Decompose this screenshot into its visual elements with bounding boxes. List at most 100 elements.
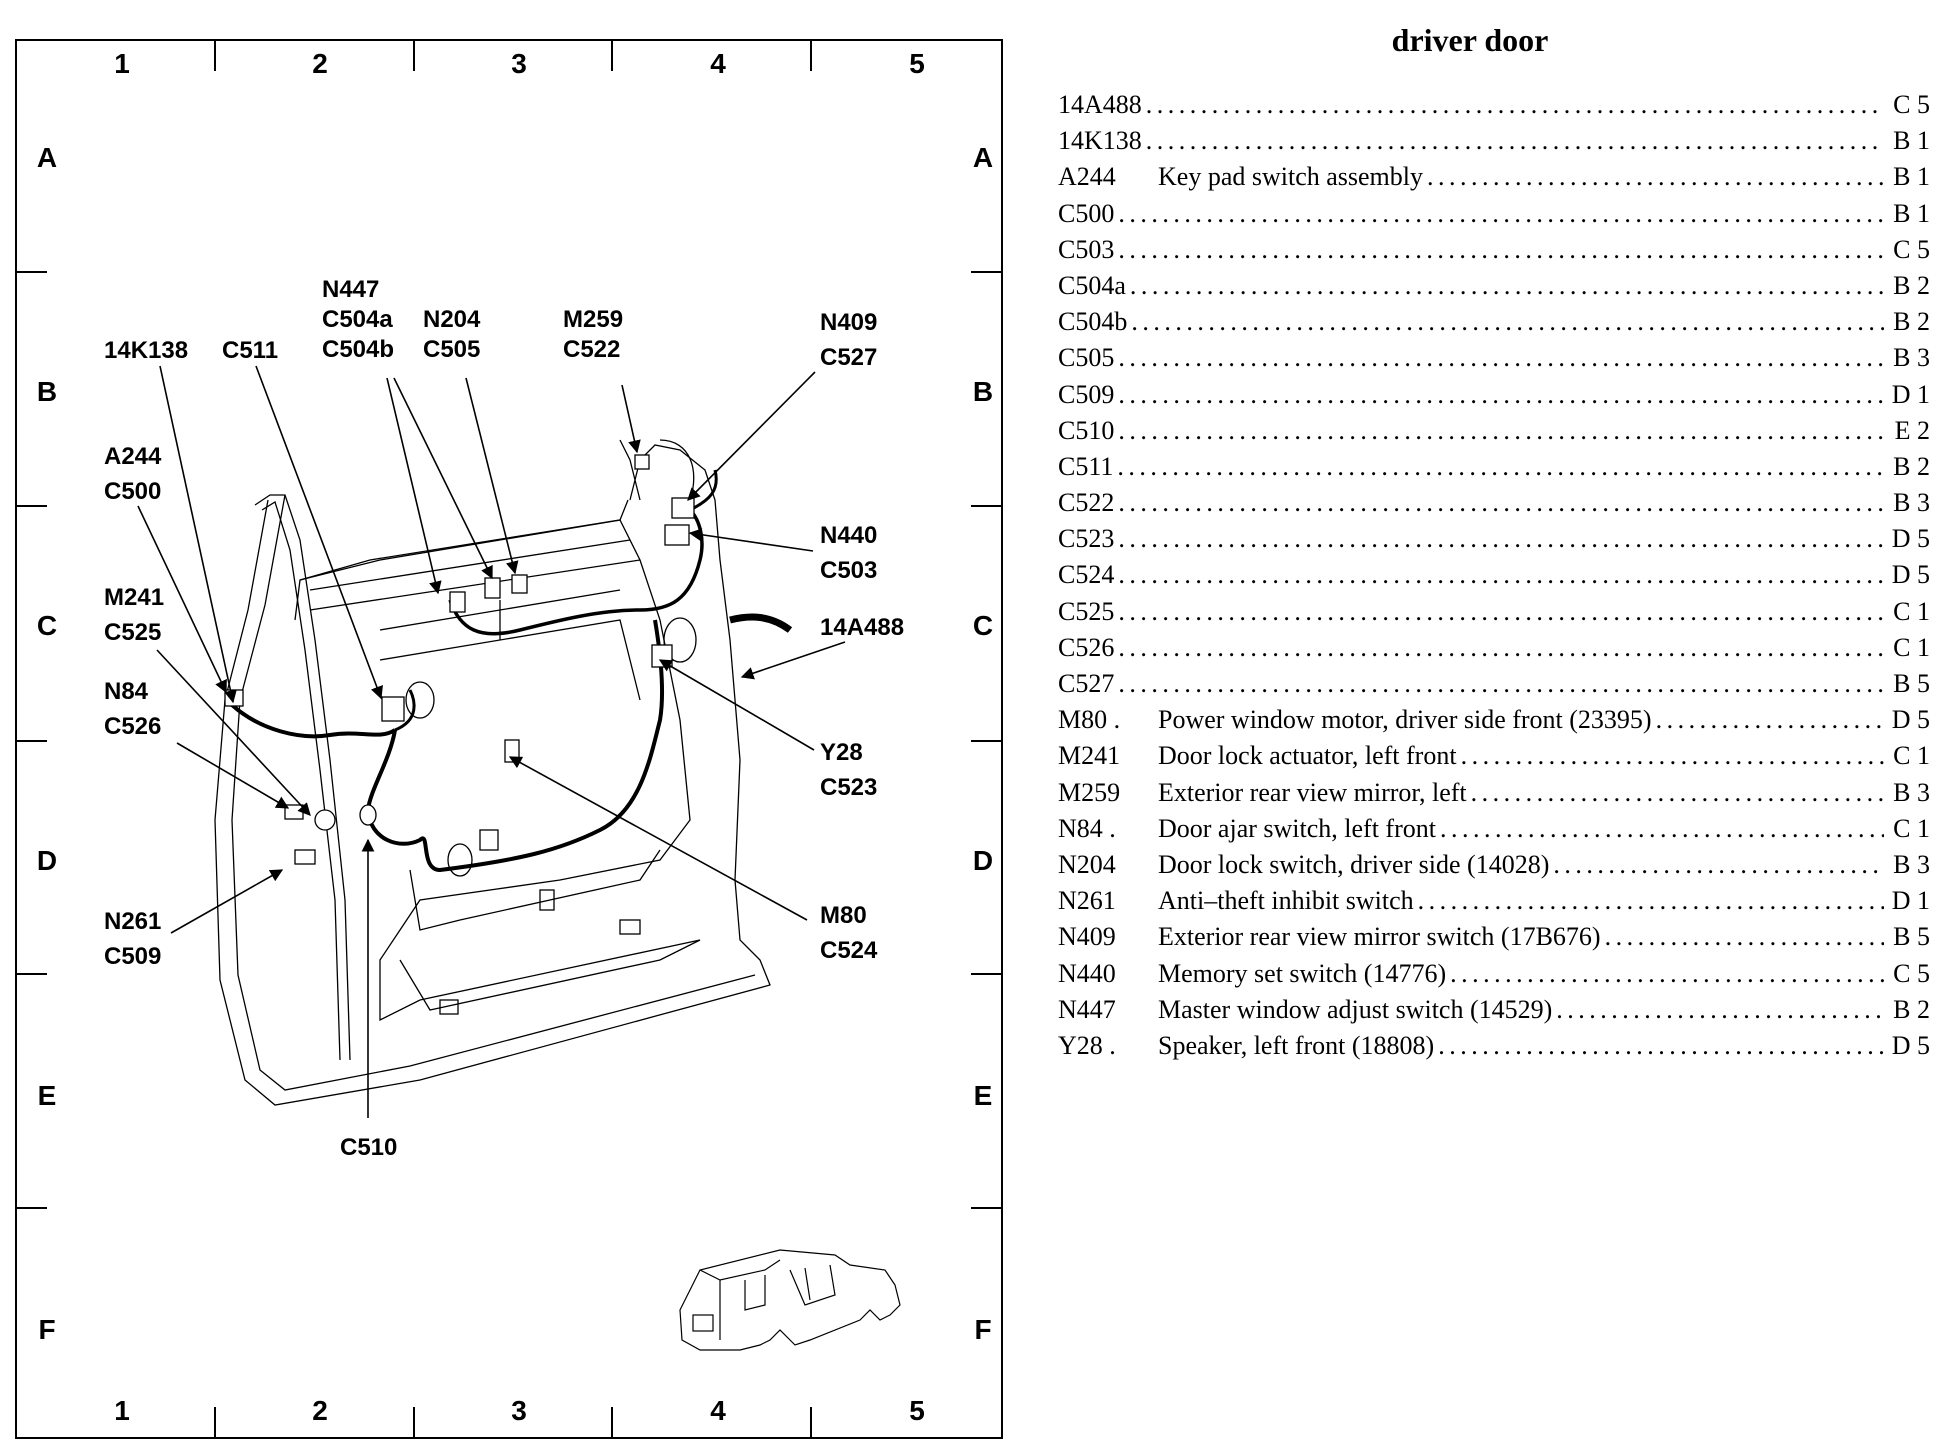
dot-leader: [1457, 741, 1884, 771]
index-row: C510E 2: [1058, 416, 1930, 452]
callout-line: N84: [104, 678, 149, 705]
vehicle-locator-icon: [679, 1249, 901, 1351]
grid-location: C 5: [1893, 234, 1930, 264]
dot-leader: [1114, 524, 1884, 554]
callout-line: N204: [423, 306, 481, 333]
row-label-left-f: F: [38, 1314, 56, 1345]
grid-tick: [971, 505, 1001, 507]
component-description: Door lock actuator, left front: [1158, 741, 1457, 771]
row-label-left-d: D: [36, 845, 58, 876]
component-description: Speaker, left front (18808): [1158, 1030, 1435, 1060]
dot-leader: [1127, 307, 1884, 337]
callout-n440: N440 C503: [820, 518, 877, 588]
grid-tick: [17, 1207, 47, 1209]
component-code: N447: [1058, 994, 1116, 1024]
dot-leader: [1114, 343, 1884, 373]
dot-leader: [1652, 705, 1884, 735]
callout-m259: M259 C522: [563, 305, 623, 365]
component-code: N440: [1058, 958, 1116, 988]
grid-location: C 1: [1893, 632, 1930, 662]
grid-location: E 2: [1894, 415, 1930, 445]
component-code: C511: [1058, 451, 1114, 481]
grid-tick: [214, 41, 216, 71]
leader-c527: [687, 371, 816, 501]
grid-tick: [971, 740, 1001, 742]
index-row: C511 B 2: [1058, 452, 1930, 488]
component-code: 14A488: [1058, 90, 1142, 119]
grid-location: D 1: [1891, 886, 1930, 916]
dot-leader: [1467, 778, 1884, 808]
grid-location: B 2: [1893, 994, 1930, 1024]
index-row: C525C 1: [1058, 597, 1930, 633]
col-label-bottom-2: 2: [312, 1395, 328, 1426]
door-wiring-illustration: [137, 365, 901, 1351]
grid-location: B 3: [1893, 488, 1930, 518]
grid-tick: [971, 1207, 1001, 1209]
dot-leader: [1126, 271, 1884, 301]
component-description: Exterior rear view mirror switch (17B676…: [1158, 922, 1601, 952]
callout-line: C504b: [322, 336, 395, 363]
component-code: M80 .: [1058, 705, 1121, 735]
callout-line: 14A488: [820, 614, 905, 641]
component-code: C526: [1058, 632, 1115, 662]
index-row: C527B 5: [1058, 669, 1930, 705]
dot-leader: [1114, 669, 1884, 699]
callout-line: C523: [820, 774, 878, 801]
grid-location: D 5: [1891, 560, 1930, 590]
component-code: N261: [1058, 886, 1116, 916]
grid-tick: [611, 41, 613, 71]
grid-location: C 5: [1893, 958, 1930, 988]
locator-grid-frame: [15, 39, 1003, 1439]
callout-line: C510: [340, 1134, 398, 1161]
callout-line: M80: [820, 902, 867, 929]
callout-line: A244: [104, 443, 162, 470]
index-row: M80 .Power window motor, driver side fro…: [1058, 705, 1930, 741]
callout-line: Y28: [820, 739, 863, 766]
callout-n409: N409 C527: [820, 305, 877, 375]
leader-c500: [137, 505, 227, 694]
callout-line: C524: [820, 937, 878, 964]
callout-y28: Y28 C523: [820, 735, 877, 805]
index-row: 14A488C 5: [1058, 90, 1930, 126]
callout-line: M241: [104, 584, 165, 611]
row-label-right-e: E: [973, 1080, 993, 1111]
component-code: C509: [1058, 379, 1115, 409]
leader-c526: [176, 742, 290, 809]
grid-location: B 5: [1893, 669, 1930, 698]
row-label-right-d: D: [972, 845, 994, 876]
dot-leader: [1414, 886, 1884, 916]
callout-line: C511: [222, 337, 279, 364]
grid-tick: [413, 41, 415, 71]
leader-c525: [156, 649, 311, 816]
callout-c510: C510: [340, 1130, 397, 1165]
grid-tick: [611, 1407, 613, 1437]
component-code: M241: [1058, 741, 1121, 771]
grid-location: B 2: [1893, 270, 1930, 300]
leader-c511: [255, 365, 383, 700]
grid-tick: [413, 1407, 415, 1437]
col-label-top-2: 2: [312, 48, 328, 79]
col-label-bottom-5: 5: [909, 1395, 925, 1426]
dot-leader: [1446, 959, 1884, 989]
row-label-right-b: B: [972, 376, 994, 407]
dot-leader: [1114, 235, 1884, 265]
index-row: 14K138B 1: [1058, 126, 1930, 162]
grid-location: B 2: [1893, 451, 1930, 481]
grid-tick: [17, 505, 47, 507]
grid-tick: [17, 271, 47, 273]
index-row: C504bB 2: [1058, 307, 1930, 343]
col-label-top-4: 4: [710, 48, 726, 79]
callout-14k138: 14K138: [104, 333, 188, 368]
component-code: C524: [1058, 560, 1115, 590]
grid-location: D 5: [1891, 705, 1930, 735]
leader-14a488: [740, 641, 846, 680]
component-description: Key pad switch assembly: [1158, 162, 1424, 192]
col-label-top-5: 5: [909, 48, 925, 79]
callout-line: C500: [104, 478, 162, 505]
component-code: N84 .: [1058, 813, 1116, 843]
leader-c509: [170, 869, 284, 934]
index-row: C503C 5: [1058, 235, 1930, 271]
